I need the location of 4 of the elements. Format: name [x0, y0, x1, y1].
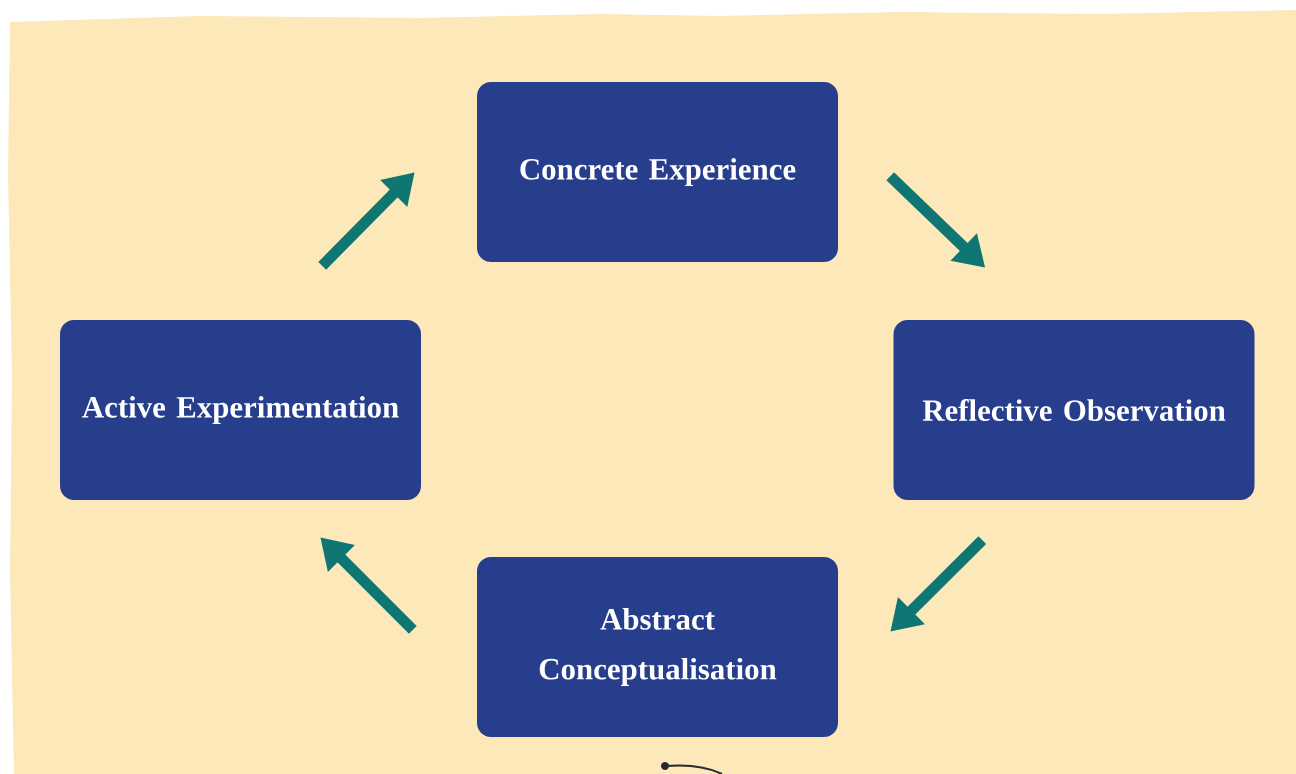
process-box: Abstract Conceptualisation [477, 557, 838, 737]
process-box: Reflective Observation [893, 320, 1255, 500]
process-box: Concrete Experience [477, 82, 838, 262]
process-box: Active Experimentation [60, 320, 421, 500]
